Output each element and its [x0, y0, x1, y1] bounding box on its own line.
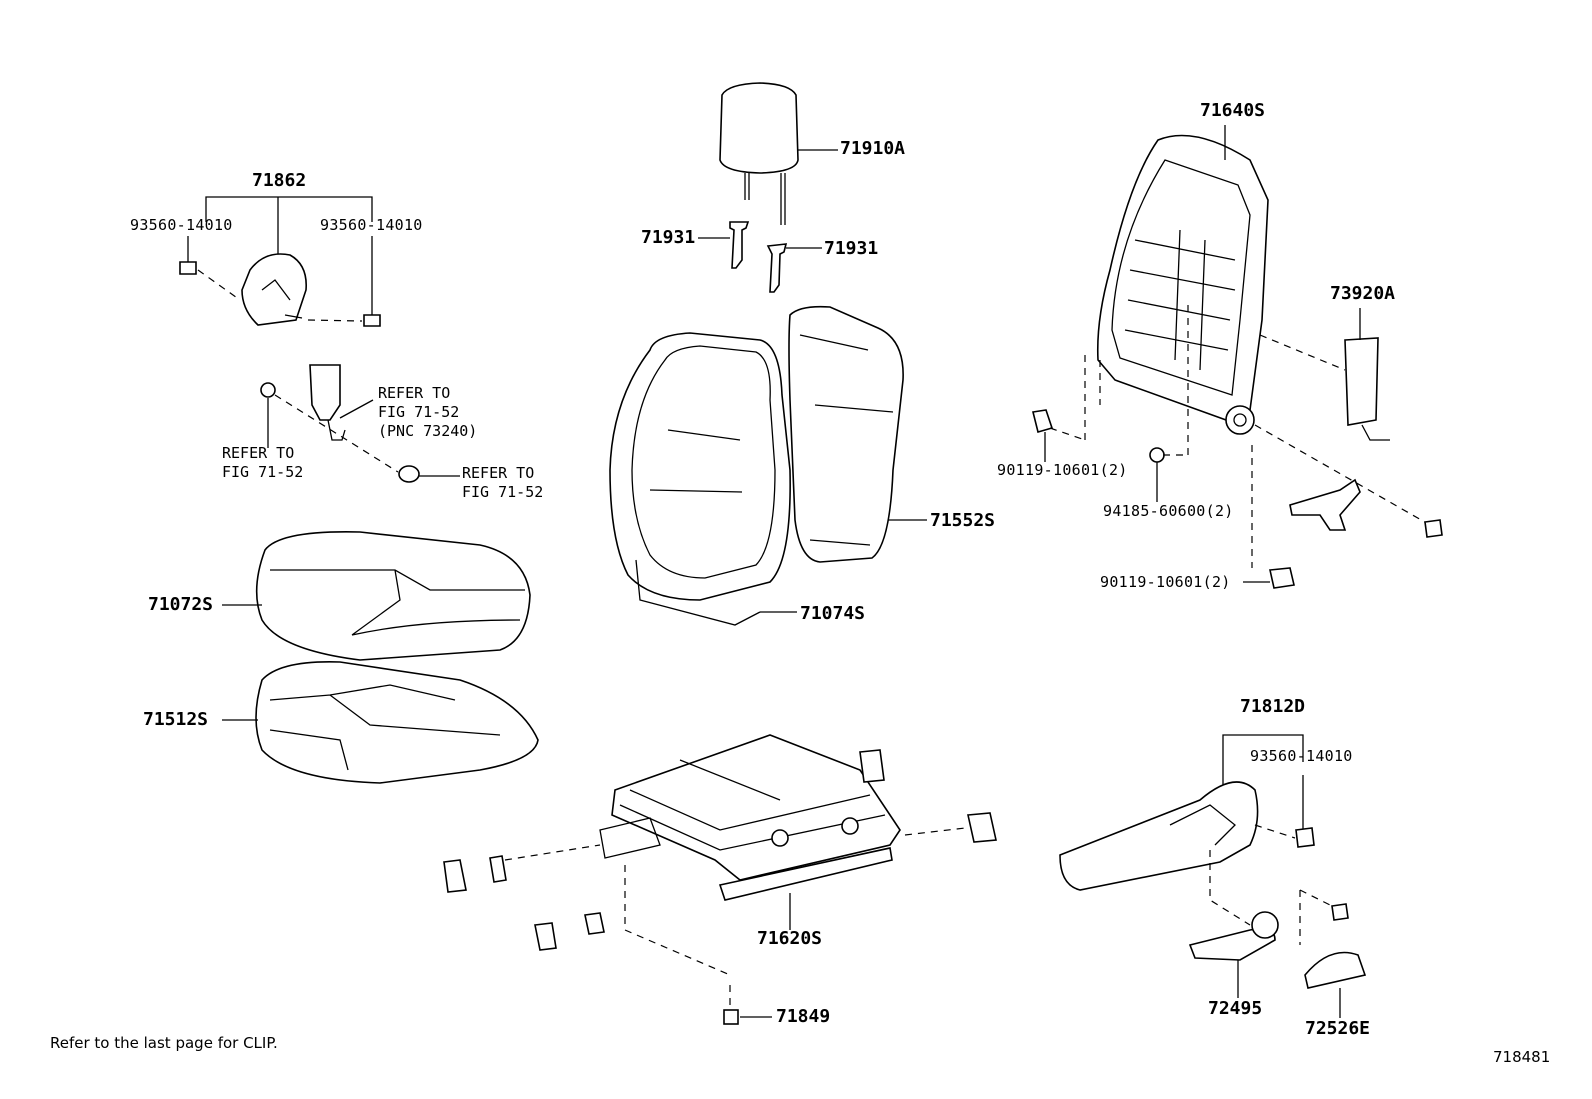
label-72495: 72495: [1208, 998, 1263, 1019]
refer-note-anchor: REFER TO FIG 71-52: [222, 444, 304, 481]
seat-adjuster: [443, 734, 997, 1025]
clip-note: Refer to the last page for CLIP.: [50, 1034, 278, 1052]
seat-belt-buckle: [260, 364, 460, 483]
label-71812D: 71812D: [1240, 696, 1306, 717]
label-71074S: 71074S: [800, 603, 866, 624]
label-90119-a: 90119-10601(2): [997, 461, 1128, 479]
label-94185: 94185-60600(2): [1103, 502, 1234, 520]
label-71910A: 71910A: [840, 138, 906, 159]
figure-id: 718481: [1493, 1048, 1551, 1066]
label-93560-right: 93560-14010: [320, 216, 423, 234]
side-shield: [1059, 734, 1367, 1018]
label-71552S: 71552S: [930, 510, 996, 531]
cushion-pad: [222, 661, 539, 784]
label-71512S: 71512S: [143, 709, 209, 730]
cushion-cover: [222, 531, 531, 661]
headrest: [719, 82, 838, 225]
label-71640S: 71640S: [1200, 100, 1266, 121]
label-90119-b: 90119-10601(2): [1100, 573, 1231, 591]
label-71620S: 71620S: [757, 928, 823, 949]
label-93560-left: 93560-14010: [130, 216, 233, 234]
label-71931-right: 71931: [824, 238, 879, 259]
seatback-cover-front: [609, 332, 797, 626]
label-71072S: 71072S: [148, 594, 214, 615]
label-93560-shield: 93560-14010: [1250, 747, 1353, 765]
side-airbag: [1254, 308, 1431, 526]
label-73920A: 73920A: [1330, 283, 1396, 304]
label-71931-left: 71931: [641, 227, 696, 248]
refer-note-buckle: REFER TO FIG 71-52 (PNC 73240): [378, 384, 478, 440]
seatback-frame: [1096, 125, 1269, 435]
frame-bracket: [1032, 300, 1443, 589]
label-71862: 71862: [252, 170, 307, 191]
headrest-guide-right: [766, 243, 822, 293]
refer-note-washer: REFER TO FIG 71-52: [462, 464, 544, 501]
label-71849: 71849: [776, 1006, 831, 1027]
recliner-cover-71862: [179, 196, 381, 327]
headrest-guide-left: [698, 221, 750, 269]
seatback-pad: [788, 305, 927, 563]
label-72526E: 72526E: [1305, 1018, 1371, 1039]
